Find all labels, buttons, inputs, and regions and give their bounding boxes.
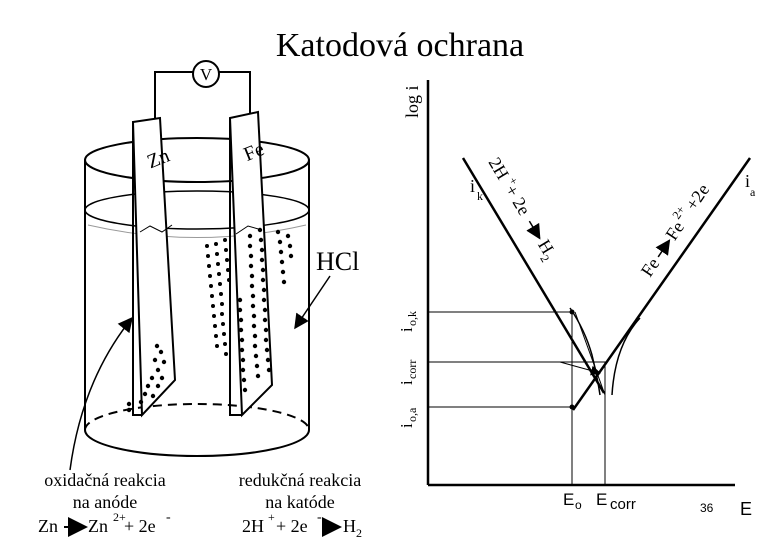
svg-text:o,a: o,a xyxy=(405,407,419,422)
svg-text:+: + xyxy=(268,510,275,524)
electrochemical-cell: V Zn Fe xyxy=(38,60,362,540)
svg-text:i: i xyxy=(397,423,416,428)
hcl-arrow xyxy=(294,275,331,330)
wire-right xyxy=(219,71,251,118)
io-k-label: i o,k xyxy=(397,311,419,332)
svg-text:corr: corr xyxy=(610,496,636,513)
zn-corrosion-line xyxy=(139,224,173,233)
ecorr-label: E corr xyxy=(596,490,636,513)
svg-text:+2e: +2e xyxy=(681,180,713,214)
liquid-front-shade xyxy=(87,224,307,238)
liquid-surface xyxy=(84,190,310,230)
svg-text:2H: 2H xyxy=(242,516,264,536)
svg-text:Zn: Zn xyxy=(88,516,108,536)
svg-text:i: i xyxy=(470,176,475,196)
cathode-equation: 2H + + 2e - H 2 xyxy=(242,510,362,540)
anode-arrow xyxy=(69,316,133,471)
svg-text:+ 2e: + 2e xyxy=(501,181,534,218)
svg-text:a: a xyxy=(750,185,756,199)
svg-text:Fe: Fe xyxy=(637,254,664,280)
ik-label: i k xyxy=(470,176,483,203)
svg-text:2H: 2H xyxy=(485,154,513,183)
wire-left xyxy=(154,71,193,120)
svg-text:i: i xyxy=(397,327,416,332)
svg-text:+ 2e: + 2e xyxy=(276,516,308,536)
zn-electrode-dots xyxy=(126,343,167,413)
anodic-curve xyxy=(611,317,641,396)
anodic-tafel-line xyxy=(571,157,752,411)
svg-text:corr: corr xyxy=(405,360,419,379)
cathodic-tafel-line xyxy=(461,157,606,394)
svg-text:k: k xyxy=(477,189,483,203)
e0-label: E o xyxy=(563,490,582,512)
hydrogen-bubbles xyxy=(205,227,294,393)
svg-text:+ 2e: + 2e xyxy=(124,516,156,536)
y-axis-label: log i xyxy=(402,85,422,118)
svg-text:i: i xyxy=(397,380,416,385)
icorr-label: i corr xyxy=(397,360,419,385)
io-a-label: i o,a xyxy=(397,407,419,428)
svg-text:2+: 2+ xyxy=(113,510,126,524)
page-title: Katodová ochrana xyxy=(275,27,525,64)
beaker-bottom-front xyxy=(84,429,310,457)
evans-diagram: log i E i o,k i corr i o,a xyxy=(397,80,756,519)
svg-text:H: H xyxy=(343,516,356,536)
cathode-caption-line1: redukčná reakcia xyxy=(239,470,361,490)
svg-text:E: E xyxy=(563,490,574,509)
svg-text:-: - xyxy=(166,510,171,525)
svg-text:o: o xyxy=(575,498,582,512)
anode-equation: Zn Zn 2+ + 2e - xyxy=(38,510,171,537)
hcl-label: HCl xyxy=(316,247,359,276)
voltmeter-icon xyxy=(192,60,220,88)
svg-text:E: E xyxy=(596,490,607,509)
x-axis-label: E xyxy=(740,499,752,519)
svg-text:Zn: Zn xyxy=(38,516,58,536)
svg-text:Fe: Fe xyxy=(661,218,688,244)
fe-corrosion-line xyxy=(235,225,263,235)
zn-electrode xyxy=(131,116,177,418)
voltmeter-label: V xyxy=(200,65,213,84)
svg-text:i: i xyxy=(745,171,750,191)
anode-caption-line1: oxidačná reakcia xyxy=(44,470,165,490)
beaker-bottom-back xyxy=(84,403,310,431)
svg-text:-: - xyxy=(317,510,322,525)
page-number: 36 xyxy=(700,501,714,515)
svg-text:2: 2 xyxy=(356,526,362,540)
anode-caption-line2: na anóde xyxy=(73,492,137,512)
cathodic-curve xyxy=(569,307,601,396)
beaker-rim xyxy=(84,137,310,183)
icorr-arrow xyxy=(559,361,601,376)
ia-label: i a xyxy=(745,171,756,199)
cathodic-thin-curve xyxy=(574,311,606,396)
svg-text:o,k: o,k xyxy=(405,311,419,326)
cathode-caption-line2: na katóde xyxy=(265,492,334,512)
